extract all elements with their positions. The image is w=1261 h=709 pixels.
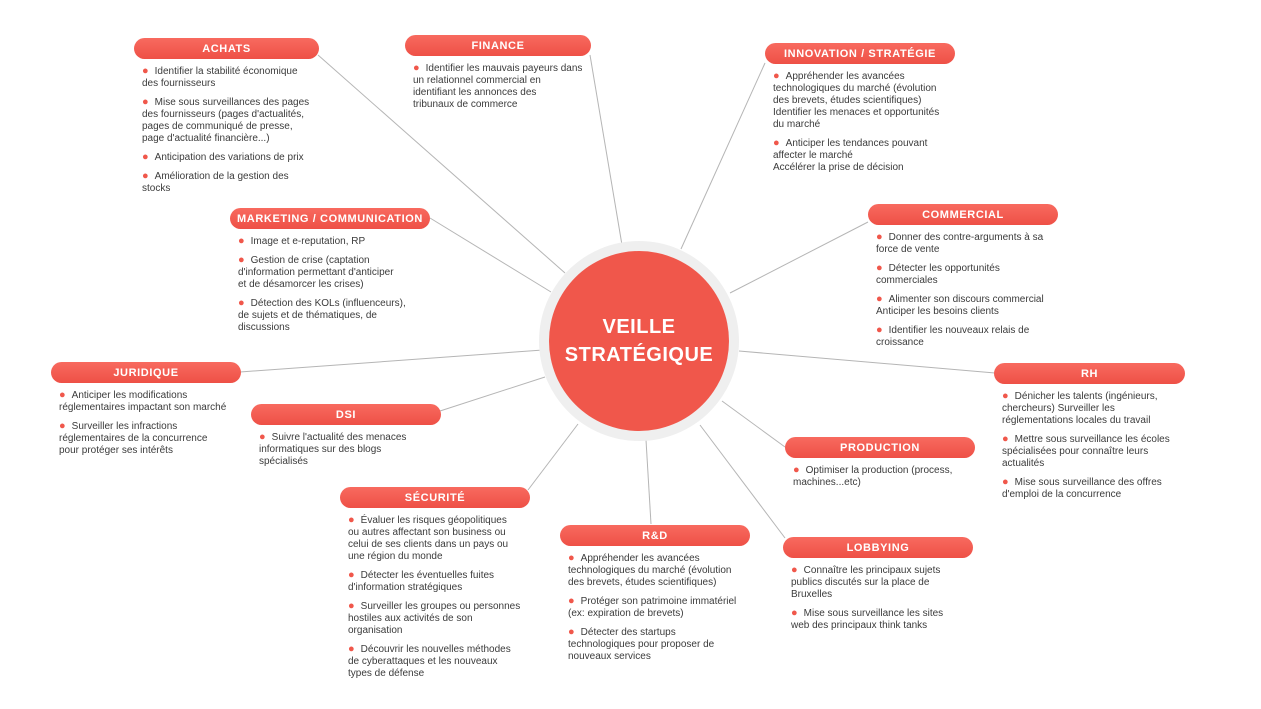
list-item: ●Alimenter son discours commercial Antic… <box>876 293 1044 317</box>
list-item: ●Détecter les opportunités commerciales <box>876 262 1000 286</box>
list-item: ●Mise sous surveillance les sites web de… <box>791 607 944 631</box>
list-item: ●Amélioration de la gestion des stocks <box>142 170 289 194</box>
node-lobbying: LOBBYING ●Connaître les principaux sujet… <box>783 537 973 638</box>
finance-label: FINANCE <box>405 35 591 56</box>
list-item: ●Détecter des startups technologiques po… <box>568 626 715 662</box>
list-item: ●Image et e-reputation, RP <box>238 235 366 247</box>
innovation-items: ●Appréhender les avancées technologiques… <box>765 64 955 174</box>
center-title-line1: VEILLE <box>602 316 676 338</box>
finance-items: ●Identifier les mauvais payeurs dans un … <box>405 56 591 111</box>
connector-achats <box>317 54 566 274</box>
list-item: ●Dénicher les talents (ingénieurs, cherc… <box>1002 390 1158 426</box>
list-item: ●Suivre l'actualité des menaces informat… <box>259 431 407 467</box>
connector-innovation <box>680 62 766 250</box>
node-securite: SÉCURITÉ ●Évaluer les risques géopolitiq… <box>340 487 530 686</box>
list-item: ●Protéger son patrimoine immatériel (ex:… <box>568 595 737 619</box>
production-label: PRODUCTION <box>785 437 975 458</box>
rh-items: ●Dénicher les talents (ingénieurs, cherc… <box>994 384 1185 501</box>
list-item: ●Connaître les principaux sujets publics… <box>791 564 941 600</box>
achats-items: ●Identifier la stabilité économique des … <box>134 59 319 195</box>
center-node: VEILLE STRATÉGIQUE <box>549 251 729 431</box>
node-production: PRODUCTION ●Optimiser la production (pro… <box>785 437 975 495</box>
list-item: ●Surveiller les infractions réglementair… <box>59 420 208 456</box>
list-item: ●Identifier la stabilité économique des … <box>142 65 298 89</box>
node-dsi: DSI ●Suivre l'actualité des menaces info… <box>251 404 441 474</box>
rd-label: R&D <box>560 525 750 546</box>
list-item: ●Mettre sous surveillance les écoles spé… <box>1002 433 1170 469</box>
connector-production <box>721 400 786 448</box>
juridique-items: ●Anticiper les modifications réglementai… <box>51 383 241 457</box>
list-item: ●Mise sous surveillance des offres d'emp… <box>1002 476 1162 500</box>
securite-items: ●Évaluer les risques géopolitiques ou au… <box>340 508 530 680</box>
list-item: ●Anticiper les modifications réglementai… <box>59 389 227 413</box>
node-juridique: JURIDIQUE ●Anticiper les modifications r… <box>51 362 241 463</box>
rd-items: ●Appréhender les avancées technologiques… <box>560 546 750 663</box>
list-item: ●Surveiller les groupes ou personnes hos… <box>348 600 521 636</box>
list-item: ●Découvrir les nouvelles méthodes de cyb… <box>348 643 511 679</box>
list-item: ●Anticiper les tendances pouvant affecte… <box>773 137 928 173</box>
list-item: ●Anticipation des variations de prix <box>142 151 304 163</box>
list-item: ●Appréhender les avancées technologiques… <box>773 70 940 130</box>
connector-juridique <box>239 349 544 373</box>
node-rd: R&D ●Appréhender les avancées technologi… <box>560 525 750 669</box>
dsi-label: DSI <box>251 404 441 425</box>
innovation-label: INNOVATION / STRATÉGIE <box>765 43 955 64</box>
node-rh: RH ●Dénicher les talents (ingénieurs, ch… <box>994 363 1185 507</box>
juridique-label: JURIDIQUE <box>51 362 241 383</box>
connector-lobbying <box>699 424 786 539</box>
node-finance: FINANCE ●Identifier les mauvais payeurs … <box>405 35 591 117</box>
connector-rh <box>738 350 996 374</box>
list-item: ●Évaluer les risques géopolitiques ou au… <box>348 514 509 562</box>
list-item: ●Mise sous surveillances des pages des f… <box>142 96 310 144</box>
rh-label: RH <box>994 363 1185 384</box>
commercial-items: ●Donner des contre-arguments à sa force … <box>868 225 1058 349</box>
lobbying-label: LOBBYING <box>783 537 973 558</box>
lobbying-items: ●Connaître les principaux sujets publics… <box>783 558 973 632</box>
list-item: ●Donner des contre-arguments à sa force … <box>876 231 1044 255</box>
connector-dsi <box>439 376 546 412</box>
node-innovation: INNOVATION / STRATÉGIE ●Appréhender les … <box>765 43 955 180</box>
center-title-line2: STRATÉGIQUE <box>564 344 714 366</box>
node-achats: ACHATS ●Identifier la stabilité économiq… <box>134 38 319 201</box>
list-item: ●Identifier les nouveaux relais de crois… <box>876 324 1030 348</box>
commercial-label: COMMERCIAL <box>868 204 1058 225</box>
list-item: ●Détection des KOLs (influenceurs), de s… <box>238 297 406 333</box>
list-item: ●Appréhender les avancées technologiques… <box>568 552 732 588</box>
node-marketing: MARKETING / COMMUNICATION ●Image et e-re… <box>230 208 430 340</box>
connector-finance <box>589 54 623 246</box>
connector-marketing <box>429 217 552 293</box>
connector-commercial <box>729 221 869 294</box>
list-item: ●Gestion de crise (captation d'informati… <box>238 254 394 290</box>
production-items: ●Optimiser la production (process, machi… <box>785 458 975 489</box>
list-item: ●Identifier les mauvais payeurs dans un … <box>413 62 583 110</box>
connector-securite <box>527 423 579 491</box>
connector-rd <box>645 439 652 525</box>
securite-label: SÉCURITÉ <box>340 487 530 508</box>
list-item: ●Optimiser la production (process, machi… <box>793 464 953 488</box>
achats-label: ACHATS <box>134 38 319 59</box>
list-item: ●Détecter les éventuelles fuites d'infor… <box>348 569 495 593</box>
marketing-items: ●Image et e-reputation, RP ●Gestion de c… <box>230 229 430 334</box>
dsi-items: ●Suivre l'actualité des menaces informat… <box>251 425 441 468</box>
marketing-label: MARKETING / COMMUNICATION <box>230 208 430 229</box>
node-commercial: COMMERCIAL ●Donner des contre-arguments … <box>868 204 1058 355</box>
